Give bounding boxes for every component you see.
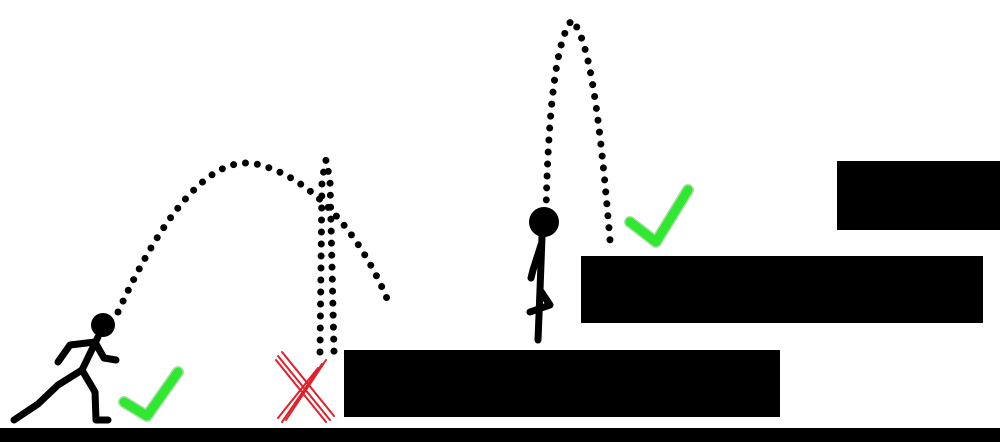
blocked-vertical-path [316, 159, 338, 356]
mid-platform [581, 256, 983, 323]
cross-icon [275, 351, 335, 423]
runner-stick-figure-icon [10, 313, 120, 424]
running-jump-arc [114, 159, 394, 316]
high-jump-arc [542, 14, 614, 244]
jumper-stick-figure-icon [526, 207, 559, 344]
check-icon [118, 366, 184, 422]
check-icon [624, 184, 694, 248]
high-platform [837, 161, 1000, 230]
ground [0, 428, 1000, 442]
low-platform [344, 350, 780, 417]
